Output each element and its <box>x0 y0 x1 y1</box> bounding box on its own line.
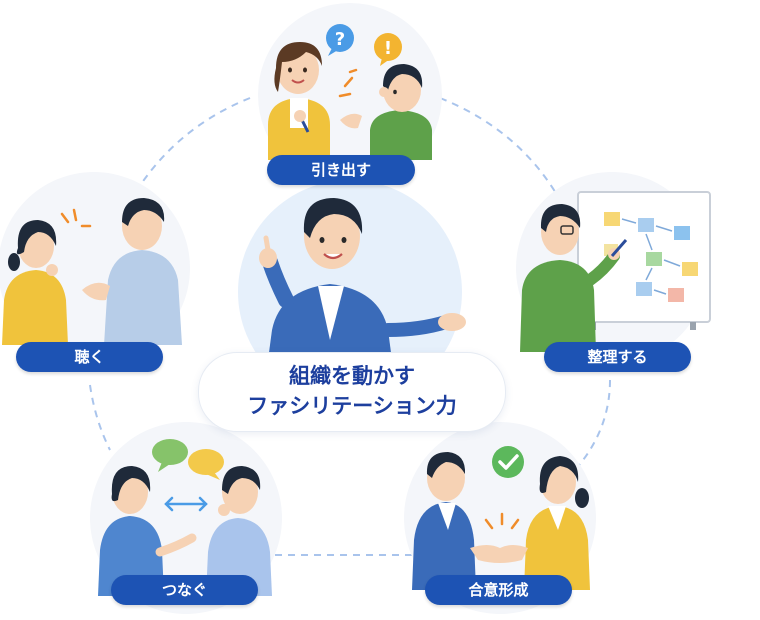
handshake <box>470 545 528 563</box>
exclamation-mark: ! <box>384 38 392 59</box>
step-label-connect: つなぐ <box>111 575 258 605</box>
check-icon <box>492 446 524 478</box>
center-title-line1: 組織を動かす <box>289 364 415 388</box>
woman-in-yellow <box>524 456 590 590</box>
organize-scene <box>516 172 711 364</box>
step-label-organize: 整理する <box>544 342 691 372</box>
man-with-glasses <box>520 204 628 352</box>
man-explaining <box>82 198 182 345</box>
draw-out-scene: ? ! <box>258 3 442 187</box>
whiteboard <box>577 191 711 323</box>
listen-scene <box>0 172 190 364</box>
step-label-draw-out: 引き出す <box>267 155 415 185</box>
man-pointing <box>340 64 432 160</box>
woman-with-pen <box>268 42 330 160</box>
man-in-blue-suit <box>412 452 476 590</box>
double-arrow-icon <box>164 496 208 512</box>
center-title-box: 組織を動かす ファシリテーション力 <box>198 352 506 432</box>
emphasis-lines-icon <box>338 68 358 98</box>
woman-listening <box>2 220 68 345</box>
question-bubble-icon: ? <box>326 24 354 56</box>
question-mark: ? <box>335 29 345 50</box>
center-title-line2: ファシリテーション力 <box>247 394 457 418</box>
flow-arrows <box>621 218 681 295</box>
emphasis-lines-icon <box>60 208 92 228</box>
step-label-consensus: 合意形成 <box>425 575 572 605</box>
woman-in-blue <box>98 466 197 596</box>
central-presenter-scene <box>238 180 466 404</box>
exclamation-bubble-icon: ! <box>374 33 402 66</box>
emphasis-lines-icon <box>484 512 520 530</box>
presenter-man <box>259 198 466 360</box>
connect-scene <box>90 422 282 614</box>
speech-bubbles-icon <box>152 439 224 480</box>
consensus-scene <box>404 422 596 614</box>
step-label-listen: 聴く <box>16 342 163 372</box>
